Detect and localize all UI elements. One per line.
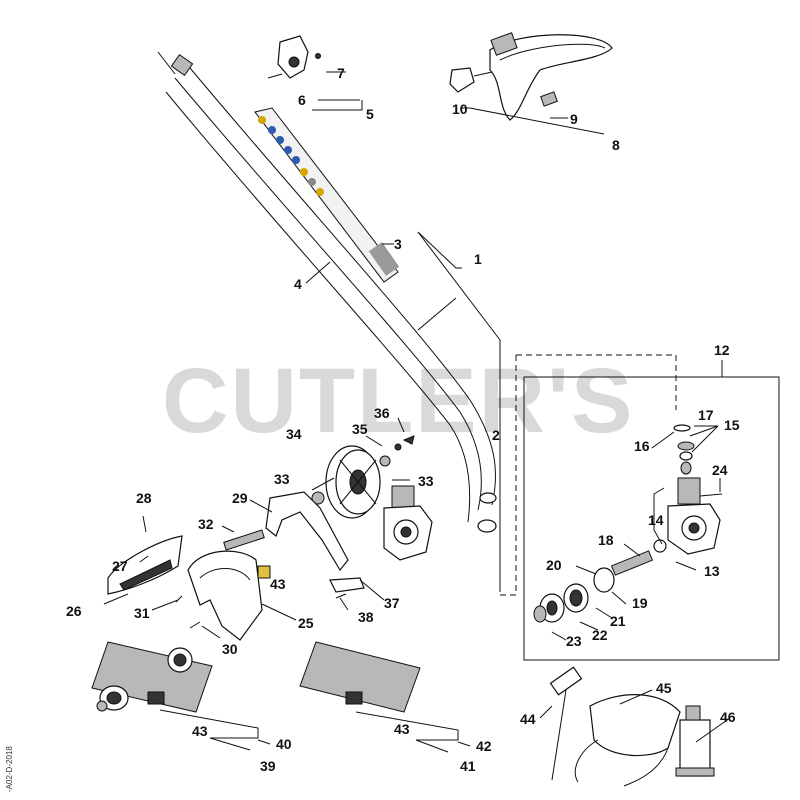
part-label: 24: [712, 462, 728, 478]
wheel-fasteners: [311, 435, 415, 505]
detail-gearbox: [667, 477, 723, 555]
part-label: 38: [358, 609, 374, 625]
part-label: 19: [632, 595, 648, 611]
drive-tube: [157, 51, 497, 533]
part-label: 10: [452, 101, 468, 117]
part-label: 1: [474, 251, 482, 267]
part-label: 42: [476, 738, 492, 754]
safety-glasses: [574, 694, 681, 787]
grease-tube: [675, 705, 715, 777]
plate-left: [91, 641, 213, 713]
part-label: 2: [492, 427, 500, 443]
part-label: 23: [566, 633, 582, 649]
part-label: 40: [276, 736, 292, 752]
part-label: 22: [592, 627, 608, 643]
part-label: 12: [714, 342, 730, 358]
detail-box: [496, 354, 780, 661]
part-label: 37: [384, 595, 400, 611]
part-label: 32: [198, 516, 214, 532]
part-label: 20: [546, 557, 562, 573]
leader-lines: [103, 71, 731, 753]
part-label: 35: [352, 421, 368, 437]
part-label: 6: [298, 92, 306, 108]
part-label: 28: [136, 490, 152, 506]
depth-wheel: [325, 445, 381, 519]
clamp-bracket: [267, 35, 321, 79]
loop-handle: [449, 32, 613, 121]
plate-right: [299, 641, 421, 713]
part-label: 33: [274, 471, 290, 487]
part-label: 17: [698, 407, 714, 423]
part-label: 8: [612, 137, 620, 153]
part-label: 43: [394, 721, 410, 737]
combination-wrench: [549, 666, 583, 781]
part-label: 30: [222, 641, 238, 657]
warning-decal: [254, 107, 400, 283]
part-label: 21: [610, 613, 626, 629]
part-label: 29: [232, 490, 248, 506]
axle-pin: [223, 529, 265, 551]
blade-guard: [187, 491, 365, 641]
part-label: 45: [656, 680, 672, 696]
part-label: 44: [520, 711, 536, 727]
part-label: 4: [294, 276, 302, 292]
part-label: 31: [134, 605, 150, 621]
part-label: 25: [298, 615, 314, 631]
part-number-labels: 1 2 3 4 5 6 7 8 9 10 12 13 14 15 16 17 1…: [66, 65, 740, 774]
part-label: 7: [337, 65, 345, 81]
detail-bearings: [533, 424, 695, 623]
part-label: 33: [418, 473, 434, 489]
part-label: 34: [286, 426, 302, 442]
watermark-text: CUTLER'S: [162, 350, 634, 452]
side-code: -A02-D-2018: [5, 746, 14, 792]
part-label: 16: [634, 438, 650, 454]
part-label: 5: [366, 106, 374, 122]
screws: [175, 593, 347, 629]
part-label: 26: [66, 603, 82, 619]
part-label: 13: [704, 563, 720, 579]
part-label: 46: [720, 709, 736, 725]
blade-plate: [107, 515, 183, 595]
part-label: 14: [648, 512, 664, 528]
part-label: 36: [374, 405, 390, 421]
part-label: 39: [260, 758, 276, 774]
part-label: 18: [598, 532, 614, 548]
part-label: 15: [724, 417, 740, 433]
part-label: 43: [270, 576, 286, 592]
part-label: 43: [192, 723, 208, 739]
part-label: 9: [570, 111, 578, 127]
part-label: 27: [112, 558, 128, 574]
gear-housing: [383, 485, 433, 561]
part-label: 3: [394, 236, 402, 252]
part-label: 41: [460, 758, 476, 774]
